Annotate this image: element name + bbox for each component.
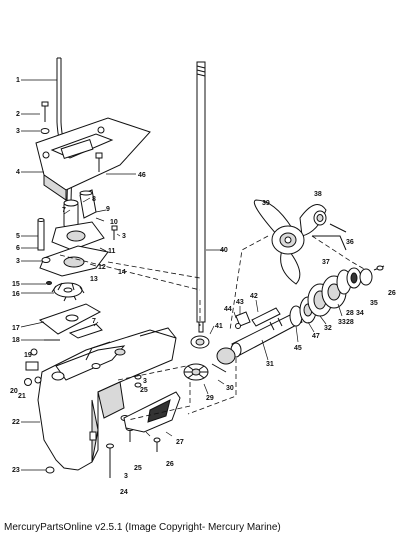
- callout-7: 7: [62, 207, 66, 214]
- callout-34: 34: [356, 310, 364, 317]
- callout-31: 31: [266, 361, 274, 368]
- callout-7b: 7: [92, 318, 96, 325]
- callout-3e: 3: [143, 378, 147, 385]
- callout-18: 18: [12, 337, 20, 344]
- callout-33: 33: [338, 319, 346, 326]
- callout-37: 37: [322, 259, 330, 266]
- callout-8: 8: [92, 196, 96, 203]
- callout-28b: 28: [346, 310, 354, 317]
- callout-28: 28: [346, 319, 354, 326]
- water-pump-assembly: [37, 189, 118, 277]
- callout-27: 27: [176, 439, 184, 446]
- propeller-part: [253, 199, 327, 285]
- callout-20: 20: [10, 388, 18, 395]
- callout-44: 44: [224, 306, 232, 313]
- pinion-gear-part: [183, 363, 209, 381]
- callout-labels: 1 2 3 4 46 8 9 7 10 3 5 6 3 11 12 14 13 …: [10, 77, 396, 496]
- callout-23: 23: [12, 467, 20, 474]
- callout-22: 22: [12, 419, 20, 426]
- callout-25b: 25: [140, 387, 148, 394]
- callout-29: 29: [206, 395, 214, 402]
- drain-screw-part: [45, 466, 55, 474]
- bearing-part: [190, 335, 210, 349]
- callout-17: 17: [12, 325, 20, 332]
- callout-14: 14: [118, 269, 126, 276]
- callout-11: 11: [108, 248, 116, 255]
- callout-26b: 26: [388, 290, 396, 297]
- callout-24: 24: [120, 489, 128, 496]
- screw-part-2: [40, 101, 50, 134]
- screw-part-46: [95, 152, 103, 172]
- callout-5: 5: [16, 233, 20, 240]
- callout-3: 3: [16, 128, 20, 135]
- propeller-hardware: [336, 265, 385, 295]
- callout-26: 26: [166, 461, 174, 468]
- callout-3d: 3: [124, 473, 128, 480]
- callout-21: 21: [18, 393, 26, 400]
- callout-19: 19: [24, 352, 32, 359]
- callout-4: 4: [16, 169, 20, 176]
- callout-32: 32: [324, 325, 332, 332]
- callout-42: 42: [250, 293, 258, 300]
- prop-hub-parts: [312, 210, 347, 251]
- callout-46: 46: [138, 172, 146, 179]
- callout-41: 41: [215, 323, 223, 330]
- propeller-shaft: [216, 311, 303, 365]
- callout-36: 36: [346, 239, 354, 246]
- callout-12: 12: [98, 264, 106, 271]
- callout-16: 16: [12, 291, 20, 298]
- impeller-part: [46, 281, 85, 302]
- trim-tab-part: [123, 391, 181, 433]
- left-screw-cluster: [24, 339, 60, 386]
- upper-cover-plate-part: [35, 117, 151, 201]
- bearing-carrier-stack: [289, 275, 347, 327]
- callout-9: 9: [106, 206, 110, 213]
- callout-3b: 3: [122, 233, 126, 240]
- pin-part: [211, 363, 227, 373]
- leader-lines: [20, 79, 343, 471]
- callout-25: 25: [134, 465, 142, 472]
- callout-13: 13: [90, 276, 98, 283]
- callout-38: 38: [314, 191, 322, 198]
- callout-45: 45: [294, 345, 302, 352]
- pump-base-plate: [38, 303, 103, 339]
- image-caption: MercuryPartsOnline v2.5.1 (Image Copyrig…: [4, 522, 281, 533]
- callout-2: 2: [16, 111, 20, 118]
- callout-6: 6: [16, 245, 20, 252]
- vertical-drive-shaft: [196, 61, 206, 333]
- callout-1: 1: [16, 77, 20, 84]
- callout-39: 39: [262, 200, 270, 207]
- gear-housing-part: [37, 327, 177, 471]
- callout-35: 35: [370, 300, 378, 307]
- callout-3c: 3: [16, 258, 20, 265]
- callout-30: 30: [226, 385, 234, 392]
- callout-15: 15: [12, 281, 20, 288]
- callout-47: 47: [312, 333, 320, 340]
- dashed-guide-lines: [59, 235, 367, 421]
- callout-43: 43: [236, 299, 244, 306]
- mid-screws-part: [134, 374, 142, 388]
- callout-10: 10: [110, 219, 118, 226]
- clutch-parts: [235, 307, 281, 329]
- callout-40: 40: [220, 247, 228, 254]
